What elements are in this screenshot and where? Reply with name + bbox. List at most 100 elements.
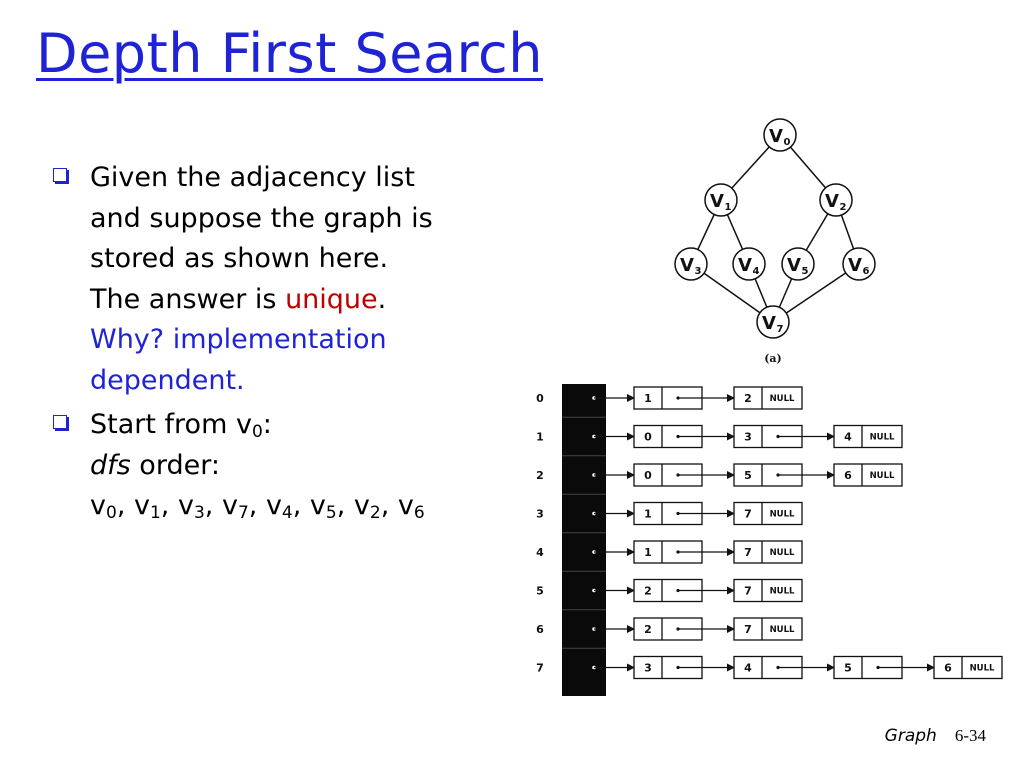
order-item: v1, <box>133 490 178 523</box>
node-value: 0 <box>644 431 652 444</box>
graph-caption: (a) <box>764 352 782 365</box>
node-value: 2 <box>644 585 652 598</box>
null-label: NULL <box>770 625 795 635</box>
highlight-unique: unique <box>285 283 378 315</box>
list-node <box>733 617 803 641</box>
node-value: 4 <box>744 662 752 675</box>
vertex-label: V <box>825 191 839 212</box>
row-index: 2 <box>536 469 544 482</box>
subscript: 4 <box>281 503 293 523</box>
null-label: NULL <box>870 433 895 443</box>
subscript: 5 <box>325 503 337 523</box>
row-index: 5 <box>536 585 544 598</box>
text-run: order: <box>130 449 220 481</box>
bullet-line: and suppose the graph is <box>90 202 433 234</box>
bullet-adjacency: Given the adjacency list and suppose the… <box>50 158 490 401</box>
node-value: 2 <box>744 392 752 405</box>
graph-edge <box>772 263 860 323</box>
node-value: 7 <box>744 546 752 559</box>
node-value: 4 <box>844 431 852 444</box>
node-value: 3 <box>744 431 752 444</box>
footer-label: Graph <box>884 726 937 746</box>
list-node <box>833 463 903 487</box>
graph-vertex <box>674 247 708 281</box>
node-value: 2 <box>644 623 652 636</box>
node-value: 7 <box>744 508 752 521</box>
subscript: 0 <box>105 503 117 523</box>
null-label: NULL <box>770 510 795 520</box>
text-run: Start from v <box>90 409 252 440</box>
graph-vertex <box>732 247 766 281</box>
list-node <box>933 655 1003 680</box>
bullet-line: stored as shown here. <box>90 243 389 274</box>
dfs-term: dfs <box>90 449 131 481</box>
row-index: 0 <box>536 392 544 405</box>
list-node <box>733 386 803 410</box>
null-label: NULL <box>870 471 895 481</box>
vertex-subscript: 2 <box>840 202 847 213</box>
bullet-start: Start from v0: dfs order: v0, v1, v3, v7… <box>50 405 490 527</box>
subscript: 0 <box>251 422 263 442</box>
order-item: v5, <box>309 490 354 523</box>
row-index: 3 <box>536 508 544 521</box>
graph-vertex <box>819 183 853 217</box>
list-node <box>733 540 803 564</box>
row-index: 1 <box>536 431 544 444</box>
graph-vertex <box>704 183 738 217</box>
vertex-subscript: 5 <box>802 266 809 277</box>
graph-vertex <box>763 118 797 152</box>
vertex-label: V <box>848 255 862 276</box>
order-item: v7, <box>221 490 266 523</box>
node-value: 0 <box>644 469 652 482</box>
vertex-label: V <box>738 255 752 276</box>
text-run: The answer is <box>90 283 286 315</box>
text-run: : <box>262 409 272 440</box>
page-number: 6-34 <box>954 726 986 745</box>
subscript: 2 <box>369 503 381 523</box>
slide-title: Depth First Search <box>36 22 543 85</box>
dfs-order-sequence: v0, v1, v3, v7, v4, v5, v2, v6 <box>90 486 490 527</box>
null-label: NULL <box>770 394 795 404</box>
row-index: 7 <box>536 662 544 675</box>
node-value: 6 <box>844 469 852 482</box>
vertex-label: V <box>769 126 783 147</box>
text-run: . <box>377 283 387 315</box>
vertex-label: V <box>762 313 776 334</box>
null-label: NULL <box>970 664 995 674</box>
node-value: 5 <box>844 662 852 675</box>
order-item: v0, <box>90 490 134 523</box>
node-value: 1 <box>644 508 652 521</box>
vertex-subscript: 3 <box>695 266 702 277</box>
row-index: 4 <box>536 546 544 559</box>
order-item: v6 <box>397 490 425 523</box>
subscript: 7 <box>237 503 249 523</box>
node-value: 6 <box>944 662 952 675</box>
node-value: 3 <box>644 662 652 675</box>
vertex-label: V <box>787 255 801 276</box>
bullet-line: The answer is unique. <box>90 280 490 321</box>
vertex-subscript: 7 <box>777 324 784 335</box>
graph-vertex <box>781 247 815 281</box>
bullet-line: Why? implementation <box>90 324 387 355</box>
list-node <box>733 501 803 526</box>
bullet-line: dependent. <box>90 364 245 396</box>
list-node <box>733 578 803 603</box>
vertex-subscript: 4 <box>753 266 760 277</box>
head-array <box>562 384 606 696</box>
graph-vertex <box>756 305 790 339</box>
bullet-list: Given the adjacency list and suppose the… <box>50 158 490 527</box>
square-bullet-icon <box>53 168 67 182</box>
null-label: NULL <box>770 548 795 558</box>
order-item: v3, <box>177 490 222 523</box>
node-value: 7 <box>744 623 752 636</box>
subscript: 3 <box>193 503 205 523</box>
subscript: 1 <box>149 503 161 523</box>
vertex-label: V <box>710 191 724 212</box>
vertex-subscript: 6 <box>863 266 870 277</box>
vertex-subscript: 1 <box>725 202 732 213</box>
order-item: v2, <box>353 490 398 523</box>
vertex-subscript: 0 <box>784 137 791 148</box>
square-bullet-icon <box>53 415 67 429</box>
